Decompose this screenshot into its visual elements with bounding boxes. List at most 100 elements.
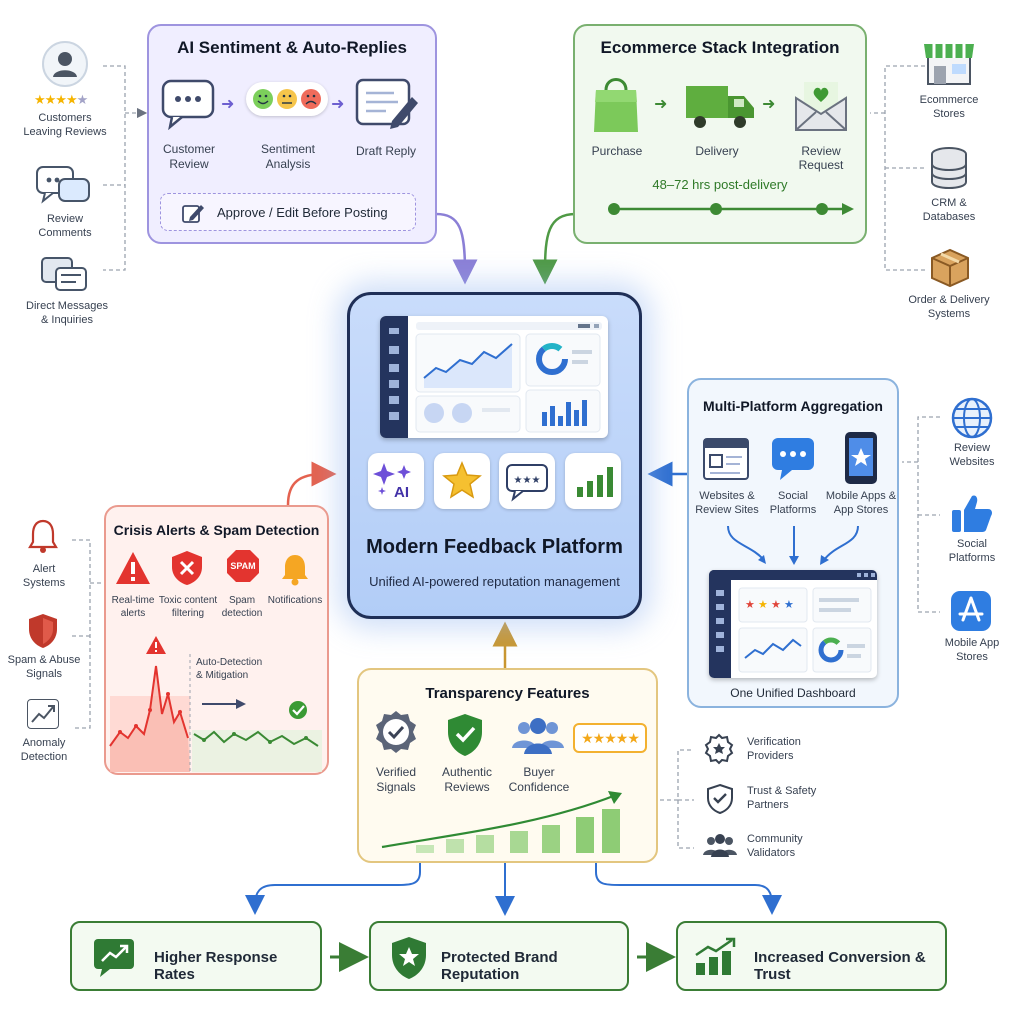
trust-safety-shield-icon [706,783,734,820]
crisis-item-notifications: Notifications [267,595,323,606]
flow-arrow-icon: ➜ [762,96,776,113]
outcome-higher-response-rates: Higher Response Rates [70,921,322,991]
edit-pencil-icon [181,202,205,229]
multi-item-apps: Mobile Apps & App Stores [825,490,897,516]
source-app-stores-label: Mobile App Stores [944,637,1000,663]
website-browser-icon [702,437,750,486]
confidence-growth-chart-icon [381,791,622,853]
trans-item-authentic: Authentic Reviews [441,765,493,794]
eco-timeline-icon [608,203,854,215]
growth-chart-feature-tile[interactable] [565,453,621,509]
trans-item-verified: Verified Signals [375,765,417,794]
community-group-icon [702,833,738,864]
shopping-bag-icon [592,72,640,139]
outcome-3-label: Increased Conversion & Trust [754,949,926,983]
direct-messages-icon [40,256,90,301]
comments-icon [35,165,93,214]
review-bubble-feature-tile[interactable]: ★★★ [499,453,555,509]
mitigation-label: Auto-Detection & Mitigation [196,657,263,681]
verified-badge-icon [373,709,419,764]
svg-text:★: ★ [745,598,755,611]
eco-timing-label: 48–72 hrs post-delivery [652,177,788,192]
conversion-growth-icon [694,937,740,982]
trans-panel-title: Transparency Features [425,685,590,702]
spam-abuse-shield-icon [27,612,59,655]
globe-icon [950,396,994,445]
verification-badge-icon [704,733,734,770]
source-social-platforms-label: Social Platforms [948,538,996,564]
svg-text:★: ★ [758,598,768,611]
source-spam-abuse-label: Spam & Abuse Signals [7,654,81,680]
source-crm-label: CRM & Databases [922,197,976,223]
ai-step-sentiment-analysis: Sentiment Analysis [260,142,316,171]
thumbs-up-icon [950,492,994,539]
center-subtitle: Unified AI-powered reputation management [369,574,620,589]
five-star-rating-icon: ★★★★★ [573,723,647,753]
unified-dashboard-label: One Unified Dashboard [730,686,856,700]
source-anomaly-label: Anomaly Detection [20,737,68,763]
center-dashboard-mockup [380,316,608,438]
crisis-item-toxic: Toxic content filtering [158,595,218,619]
social-chat-bubble-icon [770,436,818,487]
source-comments-label: Review Comments [38,213,92,239]
svg-text:★: ★ [771,598,781,611]
eco-step-purchase: Purchase [591,144,643,158]
buyer-group-icon [510,716,566,761]
crisis-item-realtime: Real-time alerts [111,595,155,619]
delivery-truck-icon [684,82,756,137]
source-customers-label: Customers Leaving Reviews [23,112,107,138]
eco-step-review-request: Review Request [798,144,844,172]
multi-panel-title: Multi-Platform Aggregation [703,398,883,414]
ai-panel-title: AI Sentiment & Auto-Replies [177,38,407,57]
outcome-1-label: Higher Response Rates [154,949,278,983]
svg-text:★★★: ★★★ [514,475,541,486]
authentic-shield-icon [445,712,485,763]
source-review-websites-label: Review Websites [949,442,995,468]
eco-step-delivery: Delivery [695,144,739,158]
alert-bell-icon [27,518,59,559]
outcome-2-label: Protected Brand Reputation [441,949,558,983]
ai-feature-tile[interactable]: AI [368,453,424,509]
flow-arrow-icon: ➜ [654,96,668,113]
spam-detection-icon: SPAM [225,548,261,588]
rating-stars-icon: ★★★★★ [34,92,88,107]
customer-review-bubble-icon [160,78,218,135]
response-rate-chat-icon [92,937,136,984]
approve-label: Approve / Edit Before Posting [217,205,388,220]
validator-trust-label: Trust & Safety Partners [747,785,817,811]
crisis-spike-chart-icon [109,636,322,772]
crisis-panel-title: Crisis Alerts & Spam Detection [113,522,320,538]
review-request-envelope-icon [794,80,848,137]
outcome-protected-brand-reputation: Protected Brand Reputation [369,921,629,991]
flow-arrow-icon: ➜ [221,96,235,113]
ai-tile-label: AI [394,484,409,501]
validator-community-label: Community Validators [747,833,803,859]
sentiment-faces-icon [246,82,328,116]
mobile-app-phone-icon [843,430,879,491]
multi-item-social: Social Platforms [769,490,817,516]
source-order-delivery-label: Order & Delivery Systems [908,294,990,320]
ai-step-draft-reply: Draft Reply [355,144,417,158]
flow-arrow-icon: ➜ [331,96,345,113]
app-store-icon [950,590,992,637]
toxic-filter-shield-icon [170,549,204,592]
customer-avatar-icon [42,41,88,87]
package-box-icon [928,246,972,293]
approve-edit-button[interactable]: Approve / Edit Before Posting [160,193,416,231]
star-feature-tile[interactable] [434,453,490,509]
source-messages-label: Direct Messages & Inquiries [26,300,108,326]
multi-item-websites: Websites & Review Sites [695,490,759,516]
spam-badge-label: SPAM [230,561,256,571]
unified-dashboard-mockup: ★★★★ [709,570,877,678]
outcome-increased-conversion-trust: Increased Conversion & Trust [676,921,947,991]
storefront-icon [922,42,976,91]
source-alert-systems-label: Alert Systems [22,563,66,589]
source-ecommerce-stores-label: Ecommerce Stores [919,94,979,120]
svg-text:★: ★ [784,598,794,611]
eco-panel-title: Ecommerce Stack Integration [600,38,840,57]
notification-bell-icon [280,552,310,591]
brand-shield-star-icon [389,935,429,986]
draft-reply-icon [354,77,420,138]
crisis-item-spam: Spam detection [221,595,263,619]
